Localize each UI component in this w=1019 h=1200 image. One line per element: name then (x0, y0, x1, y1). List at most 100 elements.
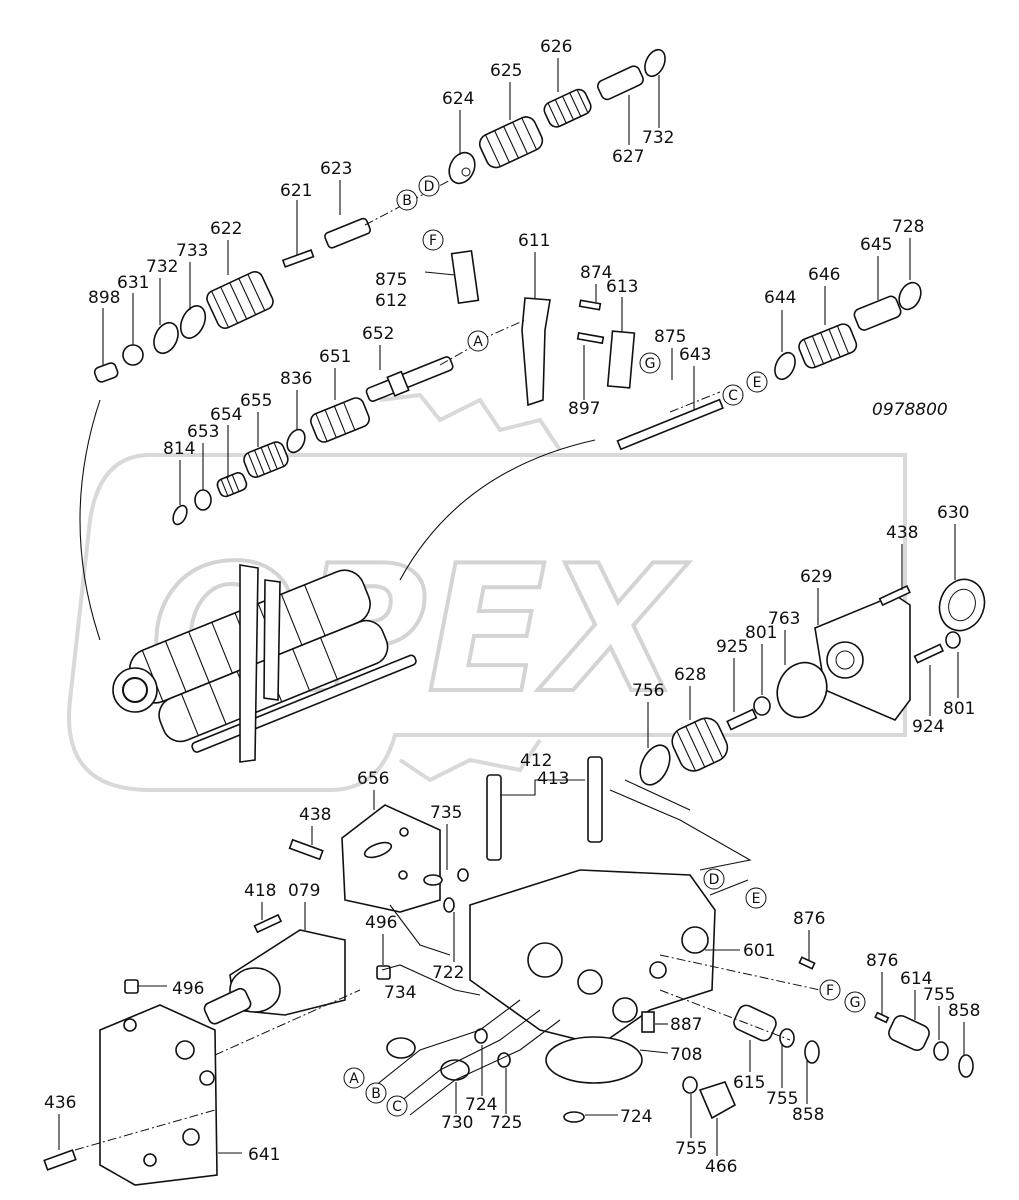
label-925: 925 (716, 637, 748, 657)
label-613: 613 (606, 277, 638, 297)
label-496-b: 496 (172, 979, 204, 999)
label-623: 623 (320, 159, 352, 179)
svg-text:B: B (371, 1086, 381, 1102)
marker-f-1: F (422, 229, 444, 251)
marker-b-2: B (365, 1082, 387, 1104)
label-756: 756 (632, 681, 664, 701)
svg-text:C: C (728, 388, 738, 404)
label-735: 735 (430, 803, 462, 823)
label-858-b: 858 (792, 1105, 824, 1125)
label-614: 614 (900, 969, 932, 989)
svg-text:C: C (392, 1099, 402, 1115)
label-887: 887 (670, 1015, 702, 1035)
label-875-b: 875 (654, 327, 686, 347)
label-801-b: 801 (943, 699, 975, 719)
marker-e-2: E (745, 887, 767, 909)
label-763: 763 (768, 609, 800, 629)
label-418: 418 (244, 881, 276, 901)
label-627: 627 (612, 147, 644, 167)
assembled-spool-group (79, 399, 596, 763)
label-733: 733 (176, 241, 208, 261)
label-436: 436 (44, 1093, 76, 1113)
reference-code: 0978800 (872, 400, 948, 420)
label-631: 631 (117, 273, 149, 293)
label-621: 621 (280, 181, 312, 201)
svg-text:G: G (850, 995, 861, 1011)
label-724-b: 724 (620, 1107, 652, 1127)
label-654: 654 (210, 405, 242, 425)
svg-text:E: E (752, 891, 761, 907)
label-724: 724 (465, 1095, 497, 1115)
marker-g-2: G (844, 991, 866, 1013)
label-628: 628 (674, 665, 706, 685)
label-814: 814 (163, 439, 195, 459)
marker-a-1: A (467, 330, 489, 352)
label-655: 655 (240, 391, 272, 411)
marker-f-2: F (819, 979, 841, 1001)
svg-text:A: A (473, 334, 483, 350)
label-413: 413 (537, 769, 569, 789)
svg-text:E: E (753, 375, 762, 391)
label-898: 898 (88, 288, 120, 308)
label-730: 730 (441, 1113, 473, 1133)
svg-text:G: G (645, 356, 656, 372)
label-801: 801 (745, 623, 777, 643)
label-625: 625 (490, 61, 522, 81)
label-755-c: 755 (675, 1139, 707, 1159)
label-755-b: 755 (766, 1089, 798, 1109)
marker-d-1: D (418, 175, 440, 197)
label-646: 646 (808, 265, 840, 285)
label-875: 875 (375, 270, 407, 290)
label-858: 858 (948, 1001, 980, 1021)
svg-text:D: D (709, 872, 720, 888)
label-438-b: 438 (299, 805, 331, 825)
label-876: 876 (793, 909, 825, 929)
label-438: 438 (886, 523, 918, 543)
svg-text:D: D (424, 179, 435, 195)
label-645: 645 (860, 235, 892, 255)
label-732: 732 (146, 257, 178, 277)
label-412: 412 (520, 751, 552, 771)
label-leaders (58, 58, 965, 1156)
marker-e-1: E (746, 371, 768, 393)
label-624: 624 (442, 89, 474, 109)
label-466: 466 (705, 1157, 737, 1177)
label-722: 722 (432, 963, 464, 983)
marker-g-1: G (639, 352, 661, 374)
label-836: 836 (280, 369, 312, 389)
spool-parts-upper (93, 48, 922, 526)
label-651: 651 (319, 347, 351, 367)
label-626: 626 (540, 37, 572, 57)
label-496: 496 (365, 913, 397, 933)
label-652: 652 (362, 324, 394, 344)
label-924: 924 (912, 717, 944, 737)
valve-body-parts (43, 756, 974, 1186)
label-643: 643 (679, 345, 711, 365)
part-labels: 898 631 732 733 622 621 623 624 625 626 … (44, 37, 980, 1177)
label-622: 622 (210, 219, 242, 239)
svg-text:A: A (349, 1071, 359, 1087)
label-708: 708 (670, 1045, 702, 1065)
circle-markers: B D F A G C E D E F G A B C (343, 175, 866, 1117)
svg-text:F: F (826, 983, 834, 999)
marker-b-1: B (396, 189, 418, 211)
label-653: 653 (187, 422, 219, 442)
label-728: 728 (892, 217, 924, 237)
label-601: 601 (743, 941, 775, 961)
label-876-b: 876 (866, 951, 898, 971)
label-630: 630 (937, 503, 969, 523)
label-874: 874 (580, 263, 612, 283)
marker-c-2: C (386, 1095, 408, 1117)
svg-text:F: F (429, 233, 437, 249)
svg-text:B: B (402, 193, 412, 209)
label-611: 611 (518, 231, 550, 251)
label-615: 615 (733, 1073, 765, 1093)
label-897: 897 (568, 399, 600, 419)
label-644: 644 (764, 288, 796, 308)
marker-a-2: A (343, 1067, 365, 1089)
label-755: 755 (923, 985, 955, 1005)
label-612: 612 (375, 291, 407, 311)
label-734: 734 (384, 983, 416, 1003)
label-725: 725 (490, 1113, 522, 1133)
